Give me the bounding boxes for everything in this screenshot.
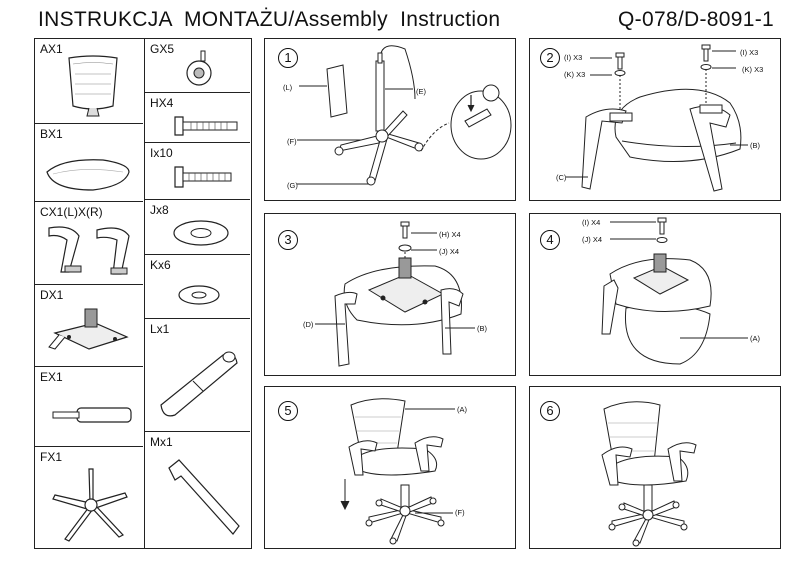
part-cell-jx8: Jx8 xyxy=(145,200,250,255)
part-cell-bx1: BX1 xyxy=(35,124,143,202)
part-label: CX1(L)X(R) xyxy=(40,205,103,219)
callout-i: (I) X4 xyxy=(582,218,601,227)
allen-key-icon xyxy=(155,454,245,544)
part-cell-dx1: DX1 xyxy=(35,285,143,367)
callout-d: (D) xyxy=(303,320,314,329)
step-number: 6 xyxy=(540,401,560,421)
parts-list-right: GX5 HX4 Ix10 Jx8 Kx6 xyxy=(144,38,252,549)
step-number: 4 xyxy=(540,230,560,250)
part-cell-mx1: Mx1 xyxy=(145,432,250,548)
base-icon xyxy=(45,465,135,545)
part-label: Lx1 xyxy=(150,322,170,336)
callout-j: (J) X4 xyxy=(439,247,460,256)
part-cell-ix10: Ix10 xyxy=(145,143,250,200)
callout-f: (F) xyxy=(455,508,465,517)
step-number: 2 xyxy=(540,48,560,68)
part-label: Kx6 xyxy=(150,258,171,272)
backrest-icon xyxy=(63,54,123,120)
callout-h: (H) X4 xyxy=(439,230,461,239)
callout-k-right: (K) X3 xyxy=(742,65,764,74)
part-cell-gx5: GX5 xyxy=(145,39,250,93)
screw-icon xyxy=(173,165,243,189)
small-washer-icon xyxy=(177,283,221,307)
callout-f: (F) xyxy=(287,137,297,146)
part-label: BX1 xyxy=(40,127,63,141)
part-label: HX4 xyxy=(150,96,174,110)
callout-c: (C) xyxy=(556,173,567,182)
part-label: GX5 xyxy=(150,42,175,56)
part-label: DX1 xyxy=(40,288,64,302)
callout-b: (B) xyxy=(477,324,487,333)
cover-icon xyxy=(153,345,243,425)
part-label: Jx8 xyxy=(150,203,169,217)
part-cell-ex1: EX1 xyxy=(35,367,143,447)
step-5-drawing xyxy=(265,387,515,547)
seat-icon xyxy=(43,154,133,194)
step-3-panel: 3 (H) X4 (J) X4 (D) (B) xyxy=(264,213,516,376)
callout-a: (A) xyxy=(750,334,760,343)
step-6-drawing xyxy=(530,387,780,547)
step-1-panel: 1 (L) (E) (F) (G) xyxy=(264,38,516,201)
step-2-panel: 2 (I) X3 (I) X3 (K) X3 (K) X3 (B) (C) xyxy=(529,38,781,201)
callout-i-left: (I) X3 xyxy=(564,53,583,62)
step-4-panel: 4 (I) X4 (J) X4 (A) xyxy=(529,213,781,376)
model-number: Q-078/D-8091-1 xyxy=(618,8,774,31)
gas-lift-icon xyxy=(47,402,137,432)
part-label: EX1 xyxy=(40,370,63,384)
step-1-drawing xyxy=(265,39,515,199)
callout-k-left: (K) X3 xyxy=(564,70,586,79)
part-label: Ix10 xyxy=(150,146,173,160)
mechanism-icon xyxy=(45,303,135,363)
part-cell-fx1: FX1 xyxy=(35,447,143,548)
caster-icon xyxy=(181,49,221,89)
part-cell-cx1: CX1(L)X(R) xyxy=(35,202,143,285)
step-number: 5 xyxy=(278,401,298,421)
callout-b: (B) xyxy=(750,141,760,150)
part-cell-kx6: Kx6 xyxy=(145,255,250,319)
step-5-panel: 5 (A) (F) xyxy=(264,386,516,549)
step-3-drawing xyxy=(265,214,515,374)
part-cell-lx1: Lx1 xyxy=(145,319,250,432)
document-title: INSTRUKCJA MONTAŻU/Assembly Instruction xyxy=(38,8,501,31)
parts-list-left: AX1 BX1 CX1(L)X(R) DX1 EX1 xyxy=(34,38,145,549)
step-2-drawing xyxy=(530,39,780,199)
step-number: 3 xyxy=(278,230,298,250)
callout-e: (E) xyxy=(416,87,426,96)
step-4-drawing xyxy=(530,214,780,374)
callout-i-right: (I) X3 xyxy=(740,48,759,57)
callout-g: (G) xyxy=(287,181,298,190)
armrests-icon xyxy=(41,222,137,282)
bolt-icon xyxy=(173,115,243,137)
part-cell-hx4: HX4 xyxy=(145,93,250,143)
part-label: Mx1 xyxy=(150,435,173,449)
callout-l: (L) xyxy=(283,83,293,92)
washer-icon xyxy=(171,218,231,248)
step-6-panel: 6 xyxy=(529,386,781,549)
part-label: AX1 xyxy=(40,42,63,56)
part-label: FX1 xyxy=(40,450,63,464)
callout-a: (A) xyxy=(457,405,467,414)
callout-j: (J) X4 xyxy=(582,235,603,244)
step-number: 1 xyxy=(278,48,298,68)
part-cell-ax1: AX1 xyxy=(35,39,143,124)
